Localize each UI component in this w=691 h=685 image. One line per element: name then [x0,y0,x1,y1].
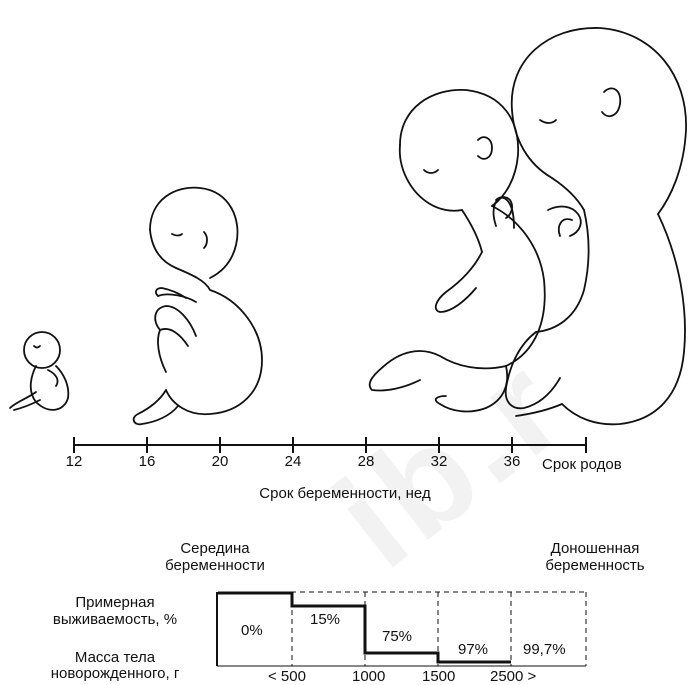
mid-pregnancy-label-line2: беременности [150,557,280,574]
gestation-axis [74,437,586,453]
survival-value-4: 99,7% [523,641,566,658]
mass-tick-2500: 2500 > [490,668,536,685]
tick-label-20: 20 [200,453,240,470]
tick-label-16: 16 [127,453,167,470]
axis-end-label: Срок родов [542,456,622,473]
axis-title: Срок беременности, нед [200,485,490,502]
tick-label-32: 32 [419,453,459,470]
survival-label-line2: выживаемость, % [20,611,210,628]
survival-value-2: 75% [382,628,412,645]
mass-tick-1500: 1500 [422,668,455,685]
tick-label-36: 36 [492,453,532,470]
mass-tick-1000: 1000 [352,668,385,685]
fetus-36-weeks [506,28,686,424]
survival-value-1: 15% [310,611,340,628]
mid-pregnancy-label-line1: Середина [150,540,280,557]
fetus-20-weeks [134,188,262,425]
survival-label-line1: Примерная [20,594,210,611]
tick-label-24: 24 [273,453,313,470]
fetus-12-weeks [10,332,68,410]
term-pregnancy-label-line1: Доношенная [520,540,670,557]
survival-value-3: 97% [458,641,488,658]
mass-tick-500: < 500 [268,668,306,685]
mass-label-line1: Масса тела [20,649,210,666]
tick-label-28: 28 [346,453,386,470]
mass-label-line2: новорожденного, г [20,665,210,682]
term-pregnancy-label-line2: беременность [520,557,670,574]
survival-value-0: 0% [241,622,263,639]
tick-label-12: 12 [54,453,94,470]
